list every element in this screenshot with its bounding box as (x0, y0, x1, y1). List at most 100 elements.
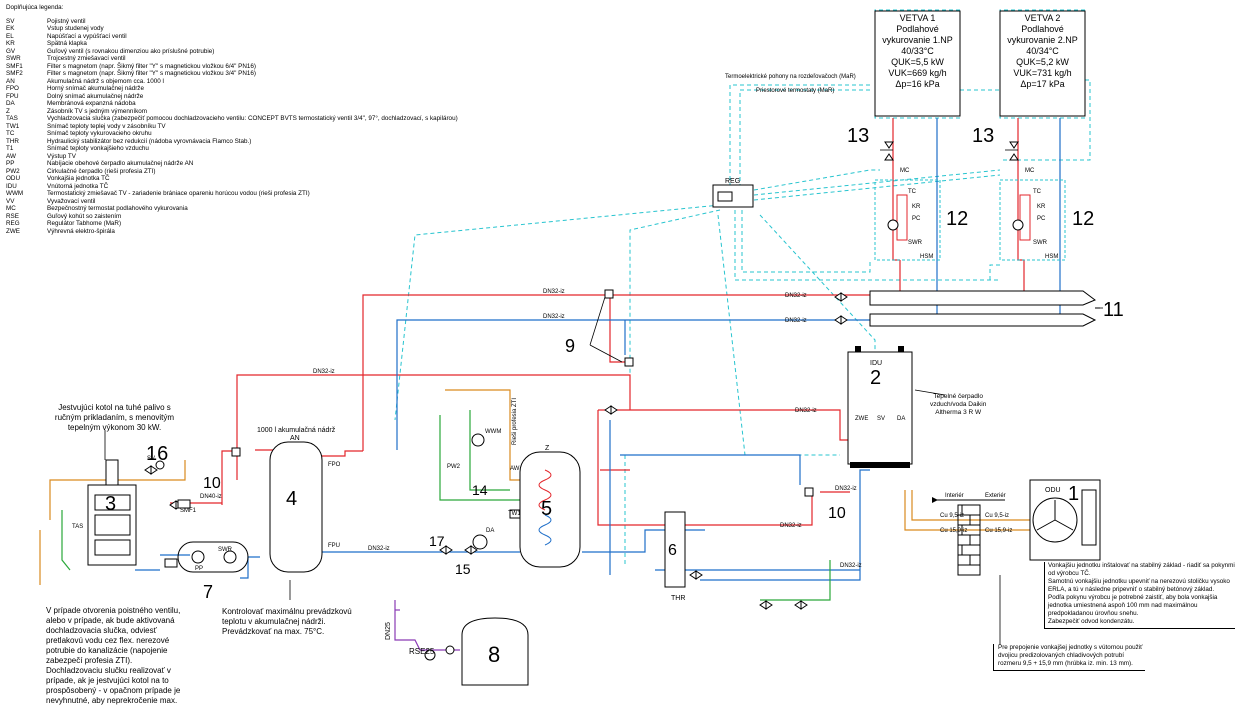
label-dn32-8: DN32-iz (780, 523, 802, 529)
legend-code: SMF2 (6, 70, 23, 77)
legend-text: Snímač teploty vykurovacieho okruhu (47, 130, 152, 137)
tag-sv-idu: SV (877, 416, 885, 422)
note-line: Prevádzkovať na max. 75°C. (222, 627, 325, 636)
branch-1-label: VETVA 1 Podlahové vykurovanie 1.NP 40/33… (876, 13, 959, 90)
legend-row: TC Snímač teploty vykurovacieho okruhu (6, 130, 458, 138)
mixing-station-1 (874, 179, 941, 261)
note-line: Vonkajšiu jednotku inštalovať na stabiln… (1048, 562, 1235, 569)
tank-note: Kontrolovať maximálnu prevádzkovú teplot… (222, 607, 352, 637)
legend-code: ZWE (6, 227, 20, 235)
tag-smf1: SMF1 (180, 508, 197, 514)
legend-code: REG (6, 220, 20, 227)
legend-row: TAS Vychladzovacia slučka (zabezpečiť pom… (6, 115, 458, 123)
legend-text: Trojcestný zmiešavací ventil (47, 55, 126, 62)
label-cu95-1: Cu 9,5-iz (940, 513, 964, 519)
legend-code: SV (6, 17, 15, 25)
label-odu: ODU (1045, 487, 1061, 494)
tag-kr-1: KR (912, 204, 921, 210)
legend-code: TAS (6, 115, 18, 122)
tag-tas: TAS (72, 524, 83, 530)
label-interier: Interiér (945, 493, 964, 499)
wall (957, 504, 981, 576)
tag-tw1: TW1 (508, 511, 521, 517)
tag-swr: SWR (218, 547, 233, 553)
legend-code: IDU (6, 182, 17, 190)
num-9: 9 (565, 336, 575, 356)
legend-code: TC (6, 130, 15, 137)
num-13a: 13 (847, 125, 869, 147)
tag-hsm-1: HSM (920, 254, 933, 260)
label-dn32-3: DN32-iz (785, 293, 807, 299)
note-line: Samotnú vonkajšiu jednotku upevniť na ne… (1048, 578, 1230, 585)
label-cu159-2: Cu 15,9-iz (985, 528, 1012, 534)
branch-1-line: vykurovanie 1.NP (882, 35, 953, 45)
branch-1-line: VETVA 1 (899, 13, 936, 23)
indoor-unit (847, 351, 913, 465)
num-11: 11 (1103, 299, 1124, 321)
label-dn32-6: DN32-iz (795, 408, 817, 414)
legend-code: KR (6, 40, 15, 47)
label-dn32-10: DN32-iz (368, 546, 390, 552)
legend-code: DA (6, 100, 15, 107)
label-cu95-2: Cu 9,5-iz (985, 513, 1009, 519)
note-line: zabezpečí profesia ZTI). (46, 656, 133, 665)
num-17: 17 (429, 533, 445, 549)
tag-tc-1: TC (908, 189, 917, 195)
valves (144, 141, 1019, 661)
legend-code: SMF1 (6, 62, 23, 70)
legend-code: GV (6, 47, 16, 55)
label-dn32-9: DN32-iz (840, 563, 862, 569)
legend-text: Vychladzovacia slučka (zabezpečiť pomoco… (47, 115, 458, 122)
branch-1-line: 40/33°C (901, 46, 934, 56)
note-line: od výrobcu TČ. (1048, 570, 1091, 577)
pump-icon (191, 550, 205, 564)
legend-text: Guľový ventil (s rovnakou dimenziou ako … (47, 47, 215, 55)
legend-text: Zásobník TV s jedným výmenníkom (47, 107, 147, 115)
legend-text: Napúšťací a vypúšťací ventil (47, 32, 127, 40)
tag-mc-1: MC (900, 168, 910, 174)
legend-text: Hydraulický stabilizátor bez redukcií (n… (47, 137, 252, 145)
legend-text: Vonkajšia jednotka TČ (47, 175, 110, 182)
tag-aw: AW (510, 466, 520, 472)
label-z: Z (545, 445, 550, 452)
legend-text: Vnútorná jednotka TČ (47, 182, 109, 190)
legend-row: THR Hydraulický stabilizátor bez redukcií… (6, 138, 458, 146)
expansion-vessel (461, 617, 529, 686)
note-line: jednotka umiestnená aspoň 100 mm nad max… (1048, 602, 1198, 609)
legend-row: IDU Vnútorná jednotka TČ (6, 183, 458, 191)
label-zti: Rieši profesia ZTI (512, 398, 518, 445)
label-dn25: DN25 (385, 622, 392, 640)
legend-text: Filter s magnetom (napr. Šikmý filter "Y… (47, 62, 256, 70)
mixing-station-2 (999, 179, 1066, 261)
legend-text: Horný snímač akumulačnej nádrže (47, 85, 144, 92)
note-line: potrubie do kanalizácie (napojenie (46, 646, 168, 655)
legend-text: Membránová expanzná nádoba (47, 100, 136, 107)
note-line: teplotu v akumulačnej nádrži. (222, 617, 326, 626)
relief-note: V prípade otvorenia poistného ventilu, a… (46, 606, 180, 706)
note-line: vzduch/voda Daikin (930, 401, 987, 408)
return-header (869, 313, 1097, 327)
legend-text: Regulátor Tabhome (MaR) (47, 220, 122, 227)
num-12a: 12 (946, 208, 968, 230)
branch-2-line: VUK=731 kg/h (1013, 68, 1072, 78)
num-3: 3 (105, 493, 116, 515)
legend-code: Z (6, 107, 10, 115)
legend-code: THR (6, 137, 19, 145)
note-line: Jestvujúci kotol na tuhé palivo s (58, 403, 171, 412)
note-line: Kontrolovať maximálnu prevádzkovú (222, 607, 352, 616)
leader-lines (104, 149, 1103, 645)
signal-lines (394, 9, 1091, 565)
legend-text: Pojistný ventil (47, 17, 86, 25)
note-line: Podľa pokynu výrobcu je potrebné zaistiť… (1048, 594, 1218, 601)
note-line: nevyhnutné, aby neprekročenie max. (46, 696, 178, 705)
legend-code: AW (6, 152, 16, 160)
label-rse25: RSE25 (409, 647, 435, 656)
